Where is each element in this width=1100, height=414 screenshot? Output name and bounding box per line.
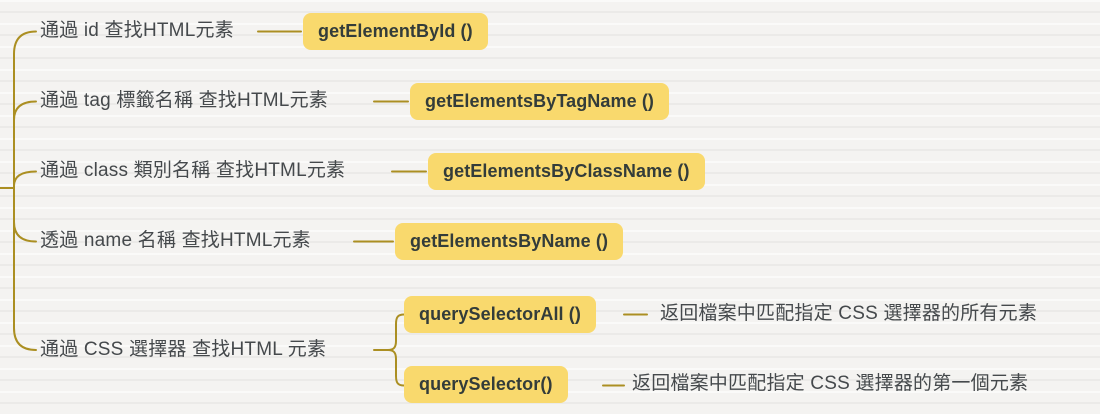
method-node-getelementsbyname[interactable]: getElementsByName () xyxy=(395,223,624,260)
trunk-line xyxy=(13,30,37,351)
method-node-getelementsbyclassname[interactable]: getElementsByClassName () xyxy=(428,153,705,190)
branch-label-css-selector[interactable]: 通過 CSS 選擇器 查找HTML 元素 xyxy=(40,339,327,360)
description-queryselector[interactable]: 返回檔案中匹配指定 CSS 選擇器的第一個元素 xyxy=(632,373,1029,394)
fork-up xyxy=(387,313,405,351)
branch-curve-class xyxy=(13,170,37,187)
method-node-queryselectorall[interactable]: querySelectorAll () xyxy=(404,296,596,333)
branch-label-id[interactable]: 通過 id 查找HTML元素 xyxy=(40,20,234,41)
fork-down xyxy=(387,349,405,387)
branch-curve-tag xyxy=(13,100,37,121)
description-queryselectorall[interactable]: 返回檔案中匹配指定 CSS 選擇器的所有元素 xyxy=(660,303,1038,324)
branch-label-class[interactable]: 通過 class 類別名稱 查找HTML元素 xyxy=(40,160,346,181)
method-node-getelementbyid[interactable]: getElementById () xyxy=(303,13,488,50)
branch-curve-name xyxy=(13,221,37,243)
branch-label-name[interactable]: 透過 name 名稱 查找HTML元素 xyxy=(40,230,311,251)
method-node-queryselector[interactable]: querySelector() xyxy=(404,366,568,403)
branch-label-tag[interactable]: 通過 tag 標籤名稱 查找HTML元素 xyxy=(40,90,328,111)
method-node-getelementsbytagname[interactable]: getElementsByTagName () xyxy=(410,83,670,120)
